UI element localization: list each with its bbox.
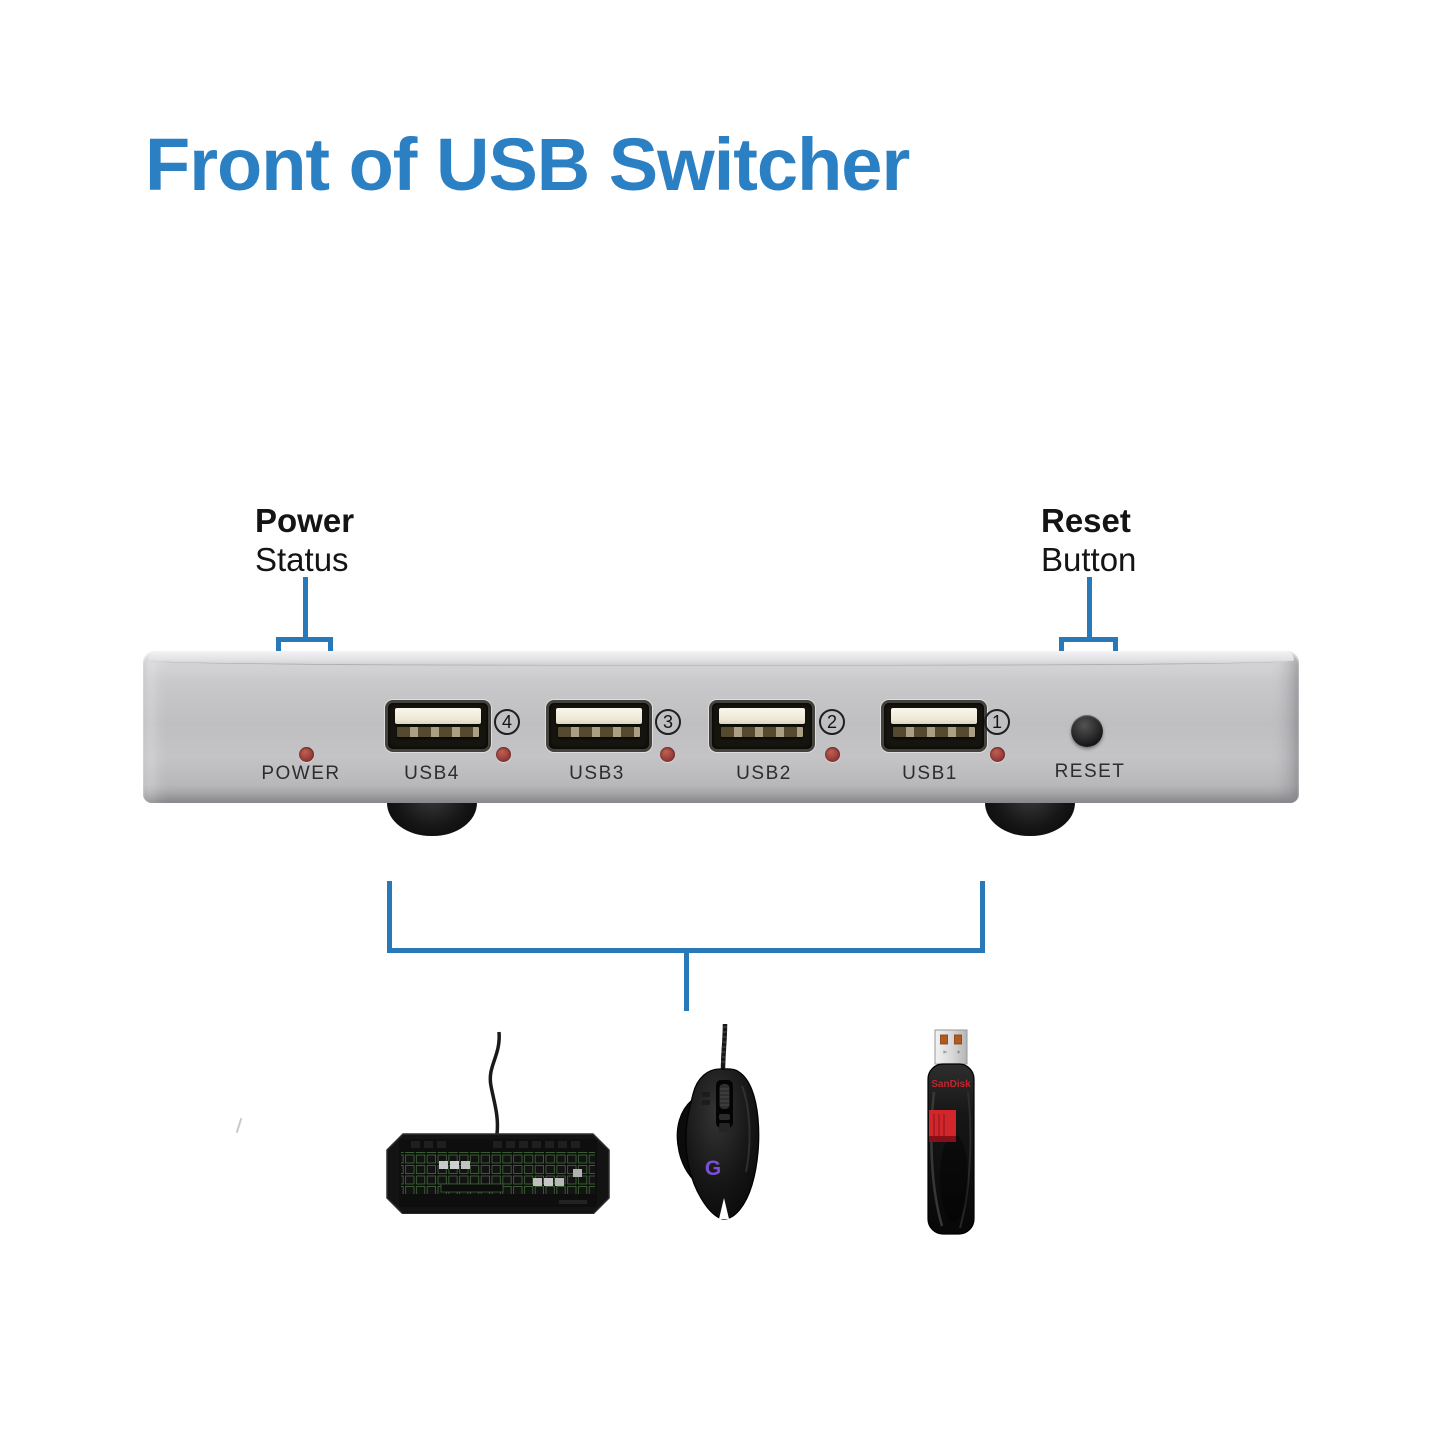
usb-port-1-tongue: [891, 708, 977, 724]
mouse-logo: G: [705, 1157, 721, 1180]
reset-callout-stem-line: [1087, 577, 1092, 637]
usb-switcher-front-panel: POWER 4 USB4 3 USB3 2 USB2 1: [143, 651, 1299, 803]
usb-port-2-icon: [712, 703, 812, 749]
usb1-led-icon: [990, 747, 1005, 762]
keyboard-icon: [386, 1031, 610, 1214]
usb-port-1-contacts: [893, 727, 975, 737]
usb2-label: USB2: [736, 763, 792, 784]
mouse-icon: G: [676, 1023, 760, 1220]
reset-label: RESET: [1054, 761, 1126, 782]
flash-drive-brand-text: SanDisk: [931, 1079, 971, 1090]
usb1-number-badge: 1: [984, 709, 1010, 735]
usb-port-2-contacts: [721, 727, 803, 737]
flash-drive-icon: SanDisk: [927, 1029, 975, 1235]
usb2-number-badge: 2: [819, 709, 845, 735]
peripherals-bracket-stem: [684, 953, 689, 1011]
usb3-number-badge: 3: [655, 709, 681, 735]
reset-callout-title: Reset: [1041, 502, 1131, 539]
usb-port-4-icon: [388, 703, 488, 749]
usb1-label: USB1: [902, 763, 958, 784]
stray-mark: [235, 1118, 243, 1133]
usb-port-3-tongue: [556, 708, 642, 724]
power-callout-title: Power: [255, 502, 355, 539]
reset-callout-subtitle: Button: [1041, 541, 1137, 578]
power-label: POWER: [261, 763, 341, 784]
device-foot-right: [985, 799, 1075, 836]
reset-button-icon: [1071, 715, 1103, 747]
flash-drive-usb-connector: [934, 1029, 968, 1065]
flash-drive-body: [927, 1063, 975, 1235]
reset-callout: Reset Button: [1041, 501, 1136, 579]
usb-port-3-contacts: [558, 727, 640, 737]
usb4-led-icon: [496, 747, 511, 762]
usb-port-4-contacts: [397, 727, 479, 737]
keyboard-spacebar: [440, 1183, 504, 1193]
power-led-icon: [299, 747, 314, 762]
usb4-number-badge: 4: [494, 709, 520, 735]
usb2-led-icon: [825, 747, 840, 762]
usb3-led-icon: [660, 747, 675, 762]
usb-port-1-icon: [884, 703, 984, 749]
usb4-label: USB4: [404, 763, 460, 784]
usb3-label: USB3: [569, 763, 625, 784]
power-callout: Power Status: [255, 501, 354, 579]
page-title: Front of USB Switcher: [145, 123, 910, 206]
peripherals-bracket: [387, 881, 985, 953]
device-top-face: [148, 651, 1294, 666]
power-callout-stem-line: [303, 577, 308, 637]
usb-port-3-icon: [549, 703, 649, 749]
keyboard-cable: [488, 1031, 501, 1135]
device-foot-left: [387, 799, 477, 836]
power-callout-subtitle: Status: [255, 541, 349, 578]
usb-port-4-tongue: [395, 708, 481, 724]
usb-port-2-tongue: [719, 708, 805, 724]
